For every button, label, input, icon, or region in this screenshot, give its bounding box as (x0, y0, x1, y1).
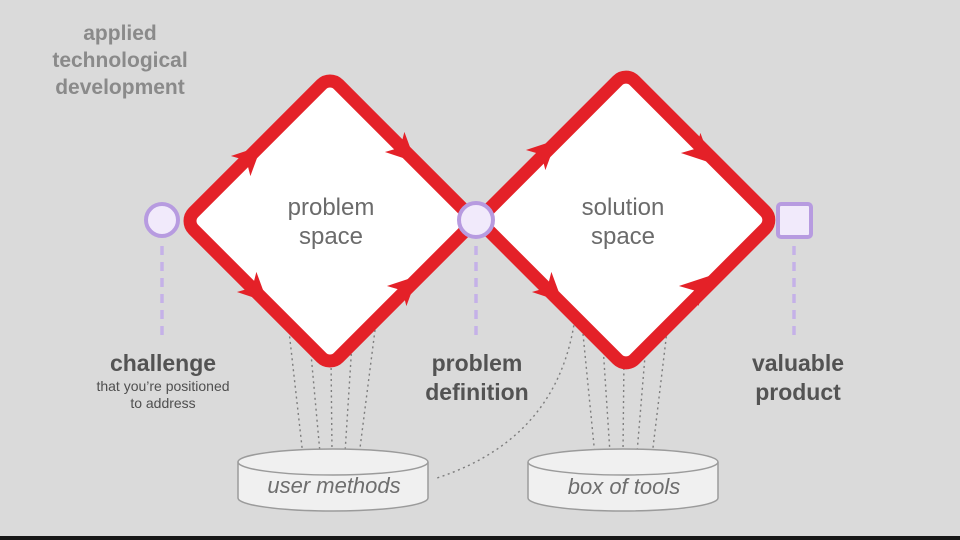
solution-space-to-box-of-tools-dotted-lines (582, 330, 668, 457)
problem-space-label-line: problem (287, 194, 375, 221)
arrow-icon (680, 132, 712, 164)
box-of-tools-cylinder (527, 448, 719, 512)
problem-space-to-user-methods-dotted-lines (288, 329, 376, 457)
problem-definition-label: problem definition (425, 349, 528, 407)
valuable-product-label: valuable product (752, 349, 844, 407)
challenge-label-title: challenge (109, 350, 217, 376)
arrow-icon (386, 275, 418, 307)
problem-definition-label-line: definition (425, 379, 529, 405)
valuable-product-label-line: valuable (751, 350, 845, 376)
arrow-icon (525, 139, 557, 171)
arrow-icon (230, 145, 262, 177)
problem-definition-label-line: problem (431, 350, 523, 376)
challenge-node-circle (144, 202, 180, 238)
slide-title: applied technological development (52, 20, 187, 101)
challenge-label-subtext: that you’re positioned (96, 378, 230, 394)
flow-arrowheads (230, 131, 712, 307)
challenge-label: challenge that you’re positioned to addr… (96, 349, 229, 412)
arrow-icon (384, 131, 416, 163)
user-methods-cylinder (237, 448, 429, 512)
slide-title-line: applied (83, 22, 157, 45)
problem-space-label: problem space (288, 193, 375, 251)
slide-title-line: development (55, 76, 185, 99)
bottom-bar (0, 536, 960, 540)
valuable-product-label-line: product (755, 379, 841, 405)
valuable-product-node-square (776, 202, 813, 239)
slide-title-line: technological (52, 49, 188, 72)
solution-space-to-user-methods-dotted-curve (436, 297, 578, 479)
user-methods-label: user methods (267, 473, 401, 498)
box-of-tools-label: box of tools (567, 474, 681, 499)
problem-definition-node-circle (457, 201, 495, 239)
solution-space-label-line: solution (581, 194, 665, 221)
arrow-icon (678, 275, 710, 307)
arrow-icon (236, 271, 268, 303)
solution-space-label-line: space (590, 223, 656, 250)
challenge-label-subtext: to address (130, 395, 196, 411)
solution-space-label: solution space (582, 193, 665, 251)
problem-space-label-line: space (298, 223, 364, 250)
arrow-icon (531, 271, 563, 303)
